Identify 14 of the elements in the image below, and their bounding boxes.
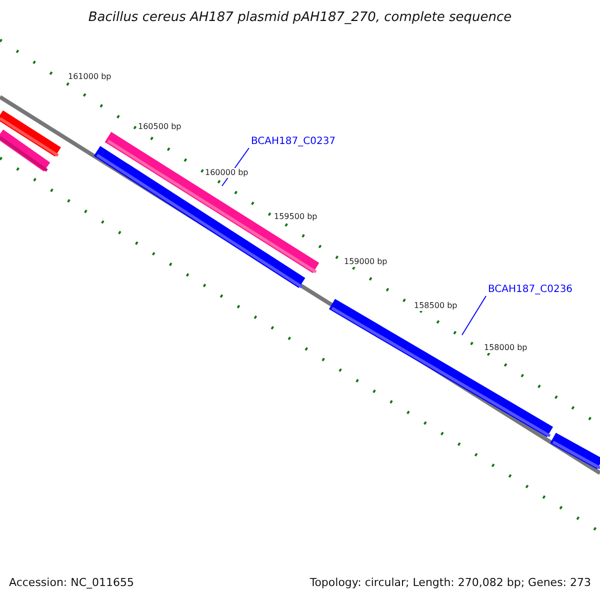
tick-label: 161000 bp: [67, 72, 112, 82]
gene-bar: [328, 298, 554, 438]
tick-label: 159000 bp: [343, 257, 388, 267]
tick-label: 158000 bp: [483, 343, 528, 353]
leader-line: [462, 296, 486, 336]
tick-label: 159500 bp: [273, 212, 318, 222]
footer-text: Topology: circular; Length: 270,082 bp; Genes: 273: [310, 576, 591, 589]
tick-label: 160000 bp: [204, 168, 250, 178]
footer-text: Accession: NC_011655: [9, 576, 134, 589]
tick-label: 158500 bp: [413, 301, 458, 311]
gene-label: BCAH187_C0236: [488, 284, 573, 296]
map-title: Bacillus cereus AH187 plasmid pAH187_270, complete sequence: [87, 10, 513, 25]
gene-label: BCAH187_C0237: [251, 136, 336, 148]
tick-label: 160500 bp: [137, 122, 182, 132]
